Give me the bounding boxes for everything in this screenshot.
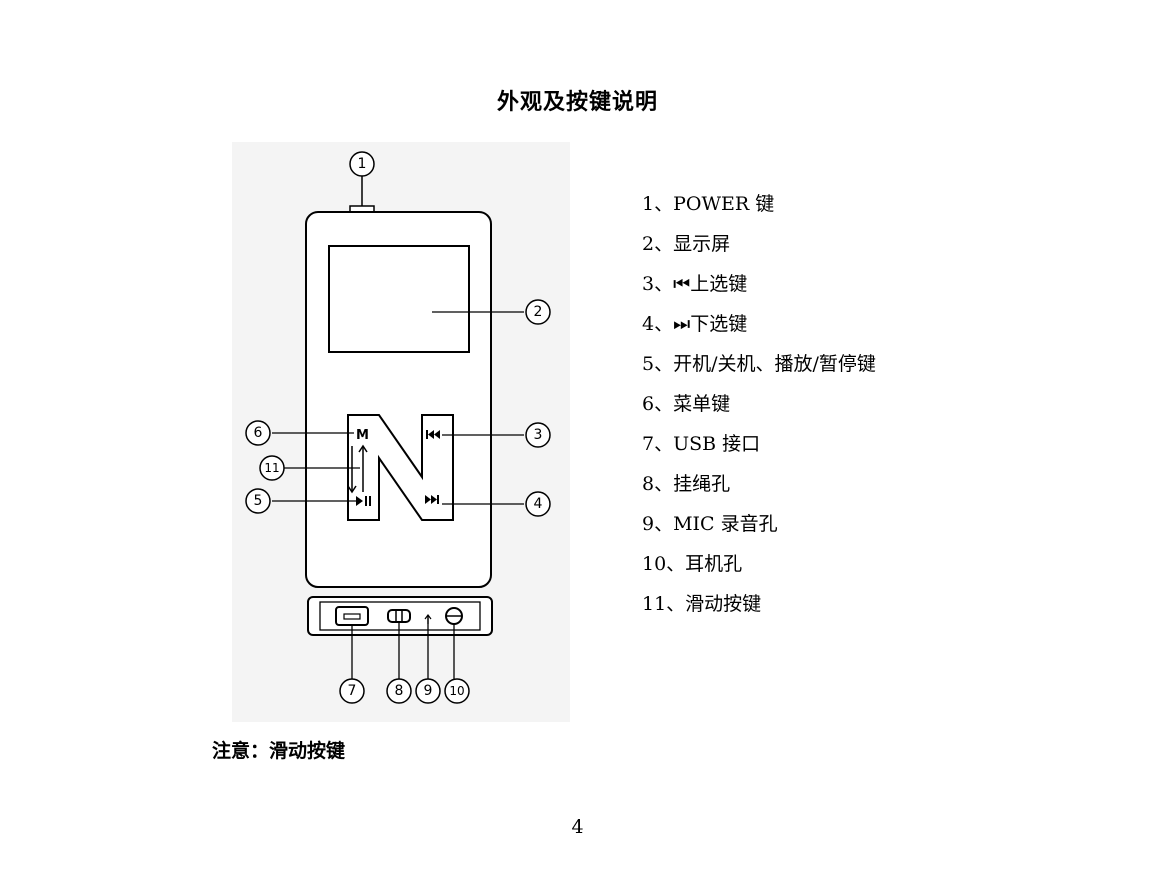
legend-item: 5、开机/关机、播放/暂停键 <box>642 353 876 375</box>
callout-4-label: 4 <box>534 496 543 512</box>
page-number: 4 <box>571 816 584 838</box>
bottom-edge-panel <box>307 596 493 636</box>
callout-9-label: 9 <box>424 683 433 699</box>
callout-10 <box>444 678 470 704</box>
callout-3-label: 3 <box>534 427 543 443</box>
prev-track-icon <box>426 430 440 439</box>
legend-item: 6、菜单键 <box>642 393 731 415</box>
callout-5-label: 5 <box>254 493 263 509</box>
note-text: 注意：滑动按键 <box>212 740 346 762</box>
menu-key-label: M <box>356 428 369 443</box>
n-keypad-shape <box>347 414 454 521</box>
callout-3 <box>525 422 551 448</box>
callout-11 <box>259 455 285 481</box>
callout-8 <box>386 678 412 704</box>
callout-5 <box>245 488 271 514</box>
play-pause-icon <box>356 496 371 506</box>
callout-10-label: 10 <box>449 684 464 698</box>
next-track-icon <box>425 495 439 504</box>
legend-item: 1、POWER 键 <box>642 193 775 215</box>
callout-2 <box>525 299 551 325</box>
callout-6-label: 6 <box>254 425 263 441</box>
callout-8-label: 8 <box>395 683 404 699</box>
slide-arrows-icon <box>347 444 368 494</box>
callout-7 <box>339 678 365 704</box>
callout-11-label: 11 <box>264 461 279 475</box>
callout-4 <box>525 491 551 517</box>
legend-item: 2、显示屏 <box>642 233 731 255</box>
legend-item: 8、挂绳孔 <box>642 473 731 495</box>
display-screen <box>328 245 470 353</box>
legend-item: 9、MIC 录音孔 <box>642 513 778 535</box>
callout-6 <box>245 420 271 446</box>
page-title: 外观及按键说明 <box>496 90 658 115</box>
callout-9 <box>415 678 441 704</box>
key-legend-list: 1、POWER 键 2、显示屏 3、⏮上选键 4、⏭下选键 5、开机/关机、播放… <box>642 192 876 632</box>
callout-1 <box>349 151 375 177</box>
callout-1-label: 1 <box>358 156 367 172</box>
legend-item: 7、USB 接口 <box>642 433 761 455</box>
callout-7-label: 7 <box>348 683 357 699</box>
legend-item: 10、耳机孔 <box>642 553 743 575</box>
legend-item: 3、⏮上选键 <box>642 273 748 295</box>
device-diagram: M <box>232 142 570 722</box>
callout-2-label: 2 <box>534 304 543 320</box>
legend-item: 4、⏭下选键 <box>642 313 748 335</box>
legend-item: 11、滑动按键 <box>642 593 762 615</box>
